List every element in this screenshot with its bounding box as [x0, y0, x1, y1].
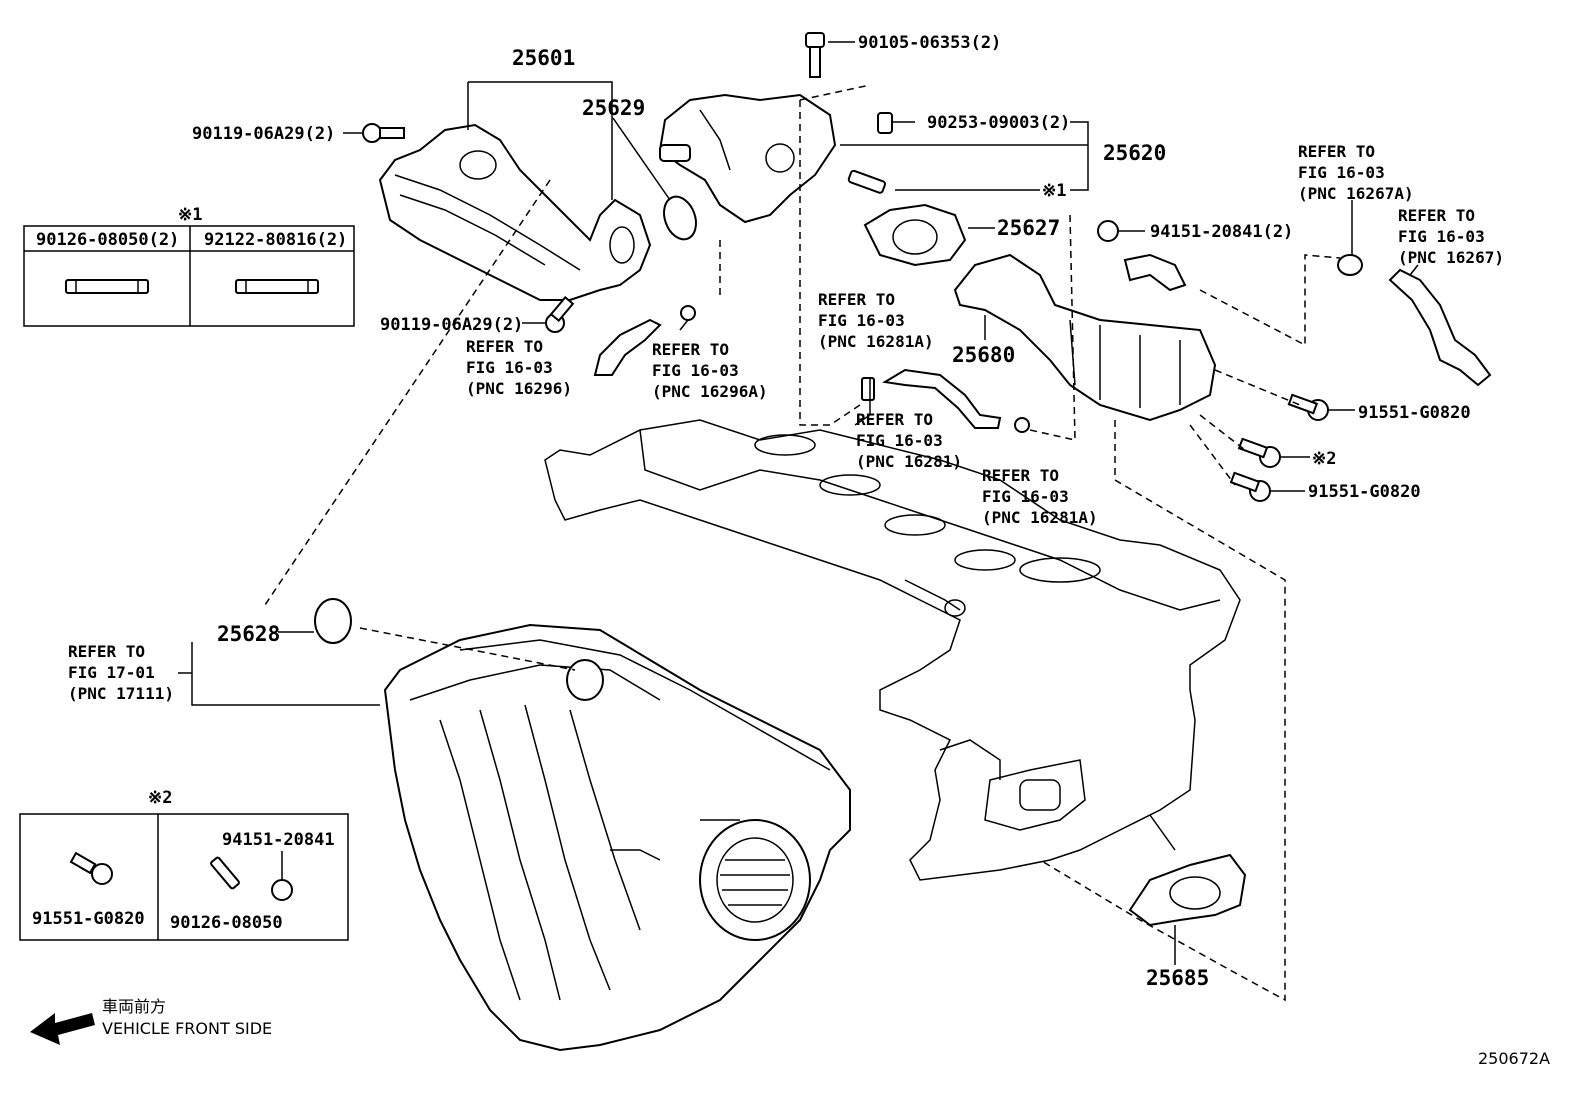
egr-cooler-25680 — [953, 253, 1217, 422]
stud-90126-inset-icon — [210, 856, 240, 890]
svg-text:FIG 16-03: FIG 16-03 — [982, 487, 1069, 506]
label-bolt-cooler-2: 91551-G0820 — [1308, 482, 1421, 502]
svg-text:(PNC 16267A): (PNC 16267A) — [1298, 184, 1414, 203]
clip-16281a-bottom-icon — [1014, 417, 1030, 433]
label-bolt-cooler-1: 91551-G0820 — [1358, 403, 1471, 423]
svg-text:REFER TO: REFER TO — [1398, 206, 1475, 225]
svg-text:FIG 16-03: FIG 16-03 — [1398, 227, 1485, 246]
label-mark1: ※1 — [1042, 181, 1066, 201]
svg-text:FIG 16-03: FIG 16-03 — [652, 361, 739, 380]
hose-16267 — [1388, 268, 1492, 387]
svg-text:FIG 16-03: FIG 16-03 — [818, 311, 905, 330]
gasket-25627 — [863, 203, 967, 267]
inset2-stud: 90126-08050 — [170, 913, 283, 933]
ref-17111: REFER TO FIG 17-01 (PNC 17111) — [68, 642, 174, 703]
svg-text:REFER TO: REFER TO — [982, 466, 1059, 485]
label-25601: 25601 — [512, 46, 575, 70]
label-25627: 25627 — [997, 216, 1060, 240]
inset2-bolt: 91551-G0820 — [32, 909, 145, 929]
front-arrow-icon — [30, 1013, 95, 1045]
inset1-col1: 90126-08050(2) — [36, 230, 179, 250]
nut-94151-icon — [1097, 220, 1119, 242]
label-bolt-left-top: 90119-06A29(2) — [192, 124, 335, 144]
label-25628: 25628 — [217, 622, 280, 646]
stud-92122-icon — [235, 279, 319, 294]
bolt-90119-top-icon — [362, 123, 405, 143]
gasket-25629 — [663, 195, 697, 241]
label-25620: 25620 — [1103, 141, 1166, 165]
label-mark2: ※2 — [1312, 449, 1336, 469]
bolt-mark2-icon — [1237, 437, 1281, 468]
svg-text:(PNC 17111): (PNC 17111) — [68, 684, 174, 703]
svg-text:FIG 16-03: FIG 16-03 — [856, 431, 943, 450]
clip-16296a-icon — [680, 305, 696, 321]
label-nut-cooler: 94151-20841(2) — [1150, 222, 1293, 242]
gasket-25685 — [1128, 853, 1247, 927]
stud-90253-icon — [877, 112, 893, 134]
bolt-91551-2-icon — [1229, 471, 1271, 502]
svg-text:※2: ※2 — [148, 788, 172, 808]
label-stud-top: 90253-09003(2) — [927, 113, 1070, 133]
inset-mark1: ※1 90126-08050(2) 92122-80816(2) — [23, 205, 355, 327]
ref-16296a: REFER TO FIG 16-03 (PNC 16296A) — [652, 340, 768, 401]
svg-text:(PNC 16296): (PNC 16296) — [466, 379, 572, 398]
ref-16296: REFER TO FIG 16-03 (PNC 16296) — [466, 337, 572, 398]
inset1-col2: 92122-80816(2) — [204, 230, 347, 250]
ref-16281: REFER TO FIG 16-03 (PNC 16281) — [856, 410, 962, 471]
label-bolt-left-bottom: 90119-06A29(2) — [380, 315, 523, 335]
label-bolt-top: 90105-06353(2) — [858, 33, 1001, 53]
stud-90126-icon — [65, 279, 149, 294]
inset2-nut: 94151-20841 — [222, 830, 335, 850]
svg-text:※1: ※1 — [178, 205, 202, 225]
ref-16281a-bottom: REFER TO FIG 16-03 (PNC 16281A) — [982, 466, 1098, 527]
bolt-90105-icon — [805, 32, 825, 78]
intake-manifold — [383, 623, 851, 1052]
ref-16281a-top: REFER TO FIG 16-03 (PNC 16281A) — [818, 290, 934, 351]
label-25685: 25685 — [1146, 966, 1209, 990]
svg-text:FIG 16-03: FIG 16-03 — [1298, 163, 1385, 182]
svg-text:(PNC 16281A): (PNC 16281A) — [818, 332, 934, 351]
bolt-91551-1-icon — [1287, 393, 1329, 421]
svg-text:FIG 16-03: FIG 16-03 — [466, 358, 553, 377]
bolt-91551-inset-icon — [69, 851, 113, 885]
front-label-en: VEHICLE FRONT SIDE — [102, 1019, 272, 1038]
figure-id: 250672A — [1478, 1049, 1550, 1068]
front-label-jp: 車両前方 — [102, 997, 166, 1016]
inset-mark2: ※2 91551-G0820 94151-20841 90126-08050 — [19, 788, 349, 941]
engine-head-outline — [544, 419, 1241, 881]
svg-text:REFER TO: REFER TO — [1298, 142, 1375, 161]
ref-16267a: REFER TO FIG 16-03 (PNC 16267A) — [1298, 142, 1414, 203]
egr-valve-25620 — [658, 93, 837, 224]
assembly-dashes — [264, 84, 1341, 1002]
hose-16281 — [882, 368, 1002, 429]
bolt-90119-bottom-icon — [545, 295, 575, 333]
clamp-16267a-icon — [1337, 254, 1363, 276]
svg-text:REFER TO: REFER TO — [818, 290, 895, 309]
svg-text:(PNC 16281): (PNC 16281) — [856, 452, 962, 471]
clip-16281a-top-icon — [861, 377, 875, 401]
svg-text:FIG 17-01: FIG 17-01 — [68, 663, 155, 682]
clamp-25628 — [314, 598, 352, 644]
stud-mark1-icon — [847, 169, 886, 194]
svg-text:REFER TO: REFER TO — [652, 340, 729, 359]
hose-16296 — [593, 318, 662, 376]
egr-pipe-25601 — [378, 123, 652, 301]
ref-16267: REFER TO FIG 16-03 (PNC 16267) — [1398, 206, 1504, 267]
svg-text:REFER TO: REFER TO — [466, 337, 543, 356]
svg-text:(PNC 16267): (PNC 16267) — [1398, 248, 1504, 267]
vehicle-front-indicator: 車両前方 VEHICLE FRONT SIDE — [30, 997, 272, 1045]
svg-text:REFER TO: REFER TO — [856, 410, 933, 429]
svg-text:REFER TO: REFER TO — [68, 642, 145, 661]
label-25680: 25680 — [952, 343, 1015, 367]
svg-text:(PNC 16281A): (PNC 16281A) — [982, 508, 1098, 527]
label-25629: 25629 — [582, 96, 645, 120]
leader-lines — [178, 41, 1419, 965]
nut-94151-inset-icon — [271, 879, 293, 901]
svg-text:(PNC 16296A): (PNC 16296A) — [652, 382, 768, 401]
